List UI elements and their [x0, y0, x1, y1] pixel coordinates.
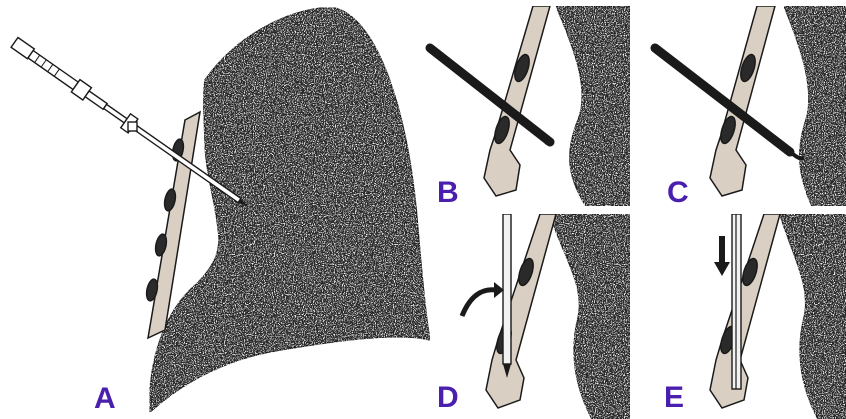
needle-tip-b: [544, 139, 552, 145]
panel-b: [430, 6, 630, 206]
panel-label-b: B: [437, 178, 459, 208]
panel-label-c: C: [667, 178, 689, 208]
down-arrow-shaft-e: [719, 236, 725, 262]
down-arrow-head-e: [714, 262, 730, 276]
lung-c: [784, 6, 846, 206]
gutter-horizontal: [418, 206, 846, 214]
lung-d: [550, 214, 630, 419]
chest-wall-d: [486, 214, 556, 408]
panel-a: [9, 8, 430, 412]
panel-label-d: D: [437, 383, 459, 413]
panel-e: [710, 214, 846, 419]
catheter-d: [503, 214, 511, 364]
lung-a: [150, 8, 430, 412]
lung-e: [780, 214, 846, 419]
lung-b: [556, 6, 630, 206]
rotation-arrow-d: [462, 290, 496, 316]
panel-label-a: A: [94, 384, 116, 414]
panel-label-e: E: [664, 383, 684, 413]
panel-d: [462, 214, 630, 419]
